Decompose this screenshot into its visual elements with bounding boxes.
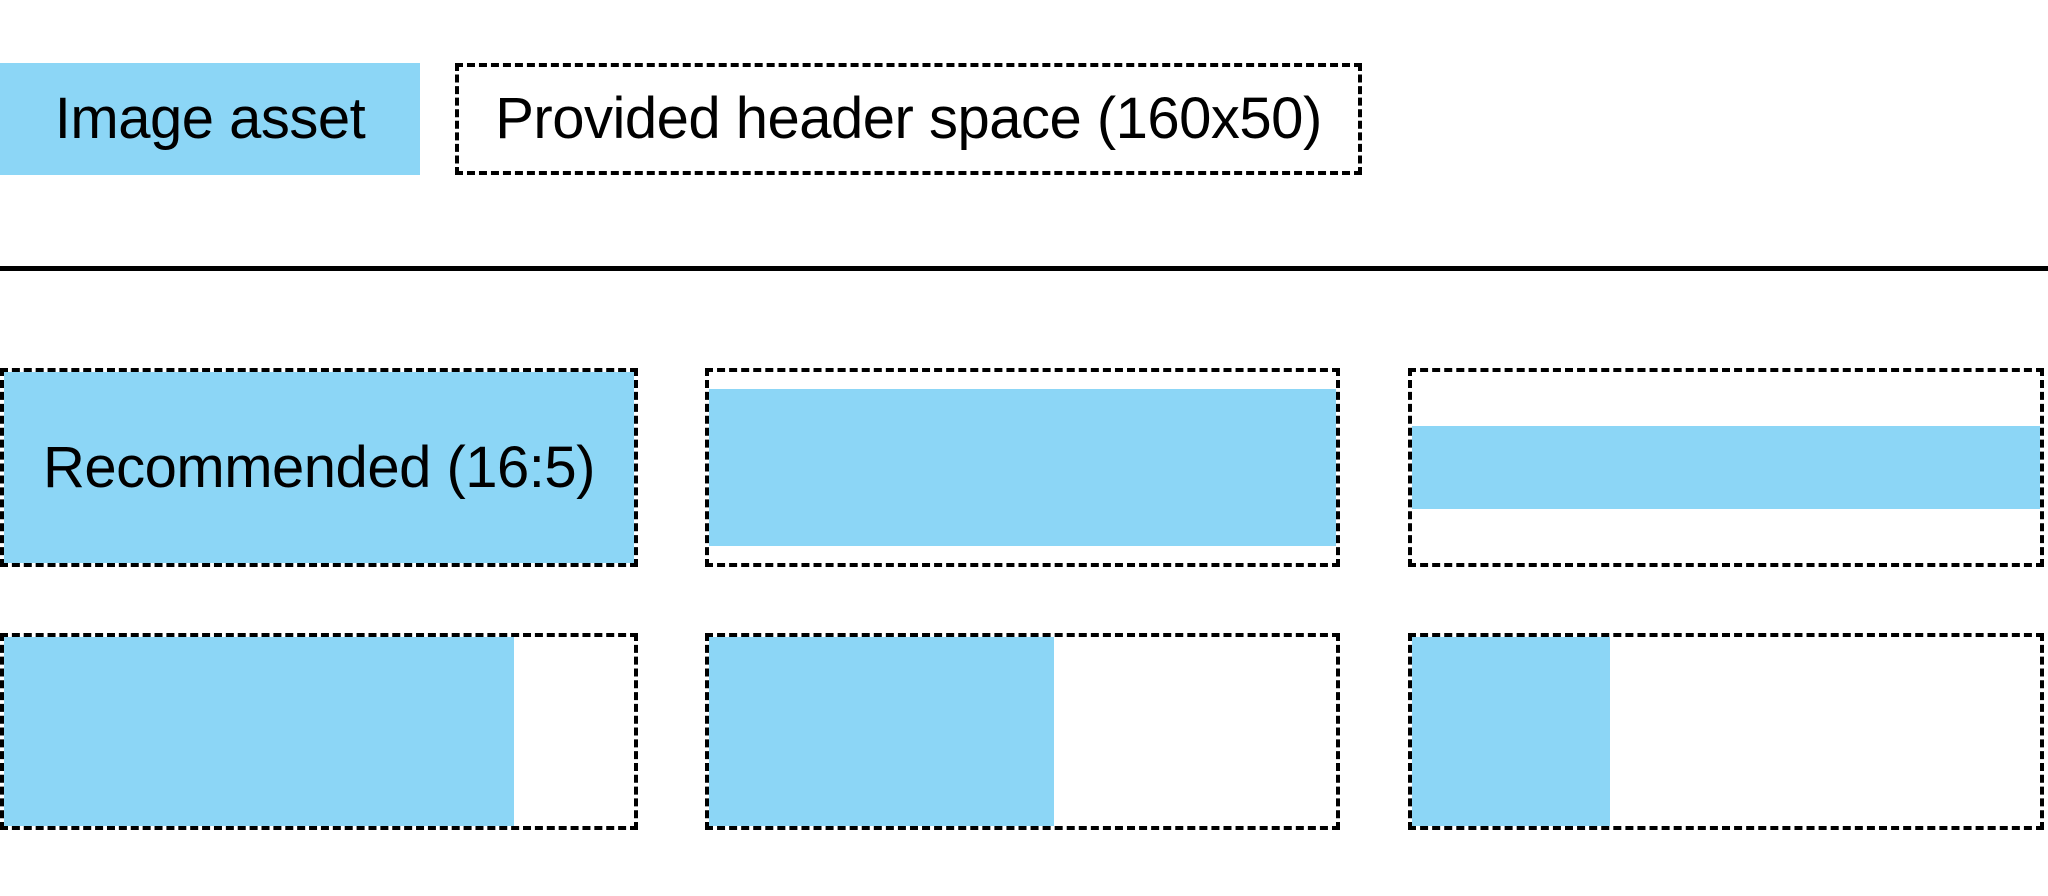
legend-header-space-label: Provided header space (160x50) — [495, 86, 1322, 151]
section-divider-line — [0, 266, 2048, 271]
legend-image-asset-swatch: Image asset — [0, 63, 420, 175]
example-box-square-left — [1408, 633, 2044, 830]
example-box-wide-centered — [705, 368, 1340, 567]
image-asset-fill — [1412, 426, 2040, 509]
image-asset-fill — [1412, 637, 1610, 826]
image-asset-fill — [709, 637, 1054, 826]
image-asset-fill — [4, 372, 634, 563]
image-asset-fill — [4, 637, 515, 826]
example-box-extra-wide-centered — [1408, 368, 2044, 567]
example-box-16-9-left — [705, 633, 1340, 830]
example-box-narrow-left — [0, 633, 638, 830]
legend-image-asset-label: Image asset — [54, 86, 366, 151]
legend-header-space-box: Provided header space (160x50) — [455, 63, 1362, 175]
image-asset-fill — [709, 389, 1336, 546]
example-box-recommended: Recommended (16:5) — [0, 368, 638, 567]
